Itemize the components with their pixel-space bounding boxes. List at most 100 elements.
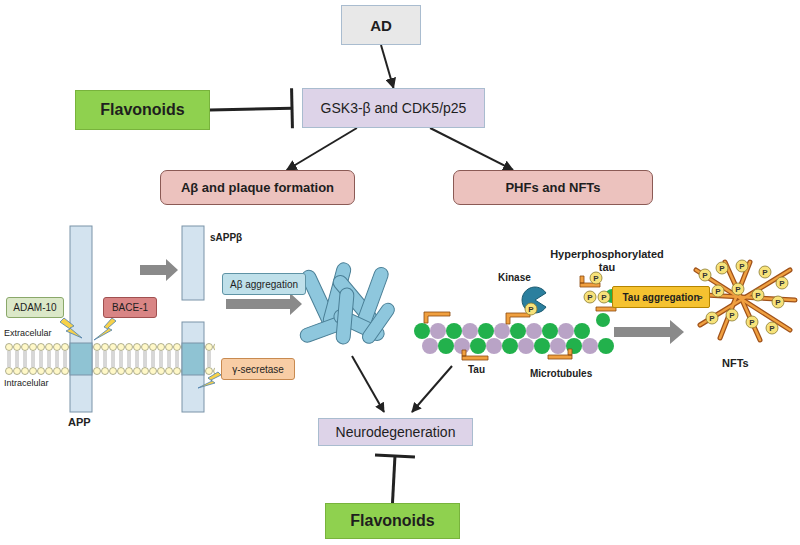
phosphate-circle [766,322,778,334]
kinase-box: GSK3-β and CDK5/p25 [302,88,485,128]
tubulin-bead [462,323,478,339]
phosphate-label: P [599,292,609,303]
tubulin-bead [470,338,486,354]
tau-label: Hyperphosphorylated tau [548,248,666,274]
tubulin-bead [430,323,446,339]
tubulin-bead [574,323,590,339]
enzyme-box: BACE-1 [103,297,157,318]
tubulin-bead [446,323,462,339]
phosphate-circle [776,277,788,289]
phosphate-label: P [737,261,747,272]
node-text: GSK3-β and CDK5/p25 [321,100,467,116]
process-arrow [226,293,302,315]
inhibitor-box: Flavonoids [325,503,460,539]
phosphate-group [525,260,788,334]
phosphate-circle [712,285,724,297]
phosphate-circle [598,291,610,303]
tubulin-bead [414,323,430,339]
tubulin-bead [510,323,526,339]
phosphate-circle [699,269,711,281]
phosphate-label: P [753,290,763,301]
region-label: Extracelular [4,328,52,338]
cleavage-bolt [198,372,221,388]
tangle-label: NFTs [722,357,749,369]
region-label: Intracelular [4,378,49,388]
fragment-label: sAPPβ [210,232,242,243]
node-text: Tau aggregation [622,292,699,303]
flow-arrow [412,366,452,412]
phosphate-label: P [760,267,770,278]
tubulin-bead [598,338,614,354]
node-text: Aβ aggregation [230,279,298,290]
app-segment [70,343,92,375]
pathway-box: Aβ and plaque formation [160,170,355,205]
node-text: BACE-1 [112,302,148,313]
app-protein [70,226,92,412]
node-text: Flavonoids [100,101,184,119]
process-arrow [140,259,178,281]
inhibition-connector [210,88,292,128]
amyloid-fibrils [298,261,397,346]
process-box: Tau aggregation [612,286,710,308]
phosphate-label: P [695,293,705,304]
enzyme-box: ADAM-10 [6,297,64,318]
phosphate-circle [752,289,764,301]
tubulin-bead [422,338,438,354]
structure-label: Microtubules [530,368,592,379]
node-text: ADAM-10 [13,302,56,313]
enzyme-label: Kinase [498,272,531,283]
phosphate-circle [772,296,784,308]
phosphate-circle [726,309,738,321]
tubulin-bead [494,323,510,339]
cleavage-bolt [94,318,116,340]
enzyme-box: γ-secretase [221,358,295,380]
tubulin-bead [542,323,558,339]
disease-box: AD [341,5,421,45]
tubulin-bead [502,338,518,354]
node-text: AD [370,17,392,34]
phosphate-circle [736,260,748,272]
phosphate-circle [746,316,758,328]
tubulin-bead [550,338,566,354]
arrow-connector [287,128,357,170]
microtubules [414,289,619,354]
abeta-segment [182,343,204,375]
phosphate-circle [706,312,718,324]
ctf-fragment [182,322,204,412]
phosphate-circle [759,266,771,278]
tubulin-bead [526,323,542,339]
nft-strands [696,262,795,340]
protein-label: Tau [468,364,485,375]
tau-protein [424,276,616,360]
inhibition-connector [375,455,415,503]
arrow-connector [430,128,513,170]
arrow-connector [381,45,394,88]
phosphate-circle [584,291,596,303]
sappb-fragment [182,226,204,300]
membrane [5,343,215,375]
phosphate-circle [590,272,602,284]
phosphate-label: P [767,323,777,334]
phosphate-label: P [747,317,757,328]
pathway-box: PHFs and NFTs [453,170,653,205]
process-box: Aβ aggregation [222,273,306,295]
nft-strands [696,262,795,340]
process-arrow [614,320,684,344]
node-text: Aβ and plaque formation [181,180,334,195]
phosphate-label: P [717,263,727,274]
tubulin-bead [478,323,494,339]
node-text: Flavonoids [350,512,434,530]
phosphate-circle [716,262,728,274]
phosphate-label: P [777,278,787,289]
tubulin-bead [558,323,574,339]
flow-arrow [352,356,384,412]
tubulin-bead [596,313,610,327]
phosphate-label: P [733,284,743,295]
phosphate-label: P [713,286,723,297]
tubulin-bead [582,338,598,354]
phosphate-label: P [700,270,710,281]
phosphate-label: P [526,304,536,315]
